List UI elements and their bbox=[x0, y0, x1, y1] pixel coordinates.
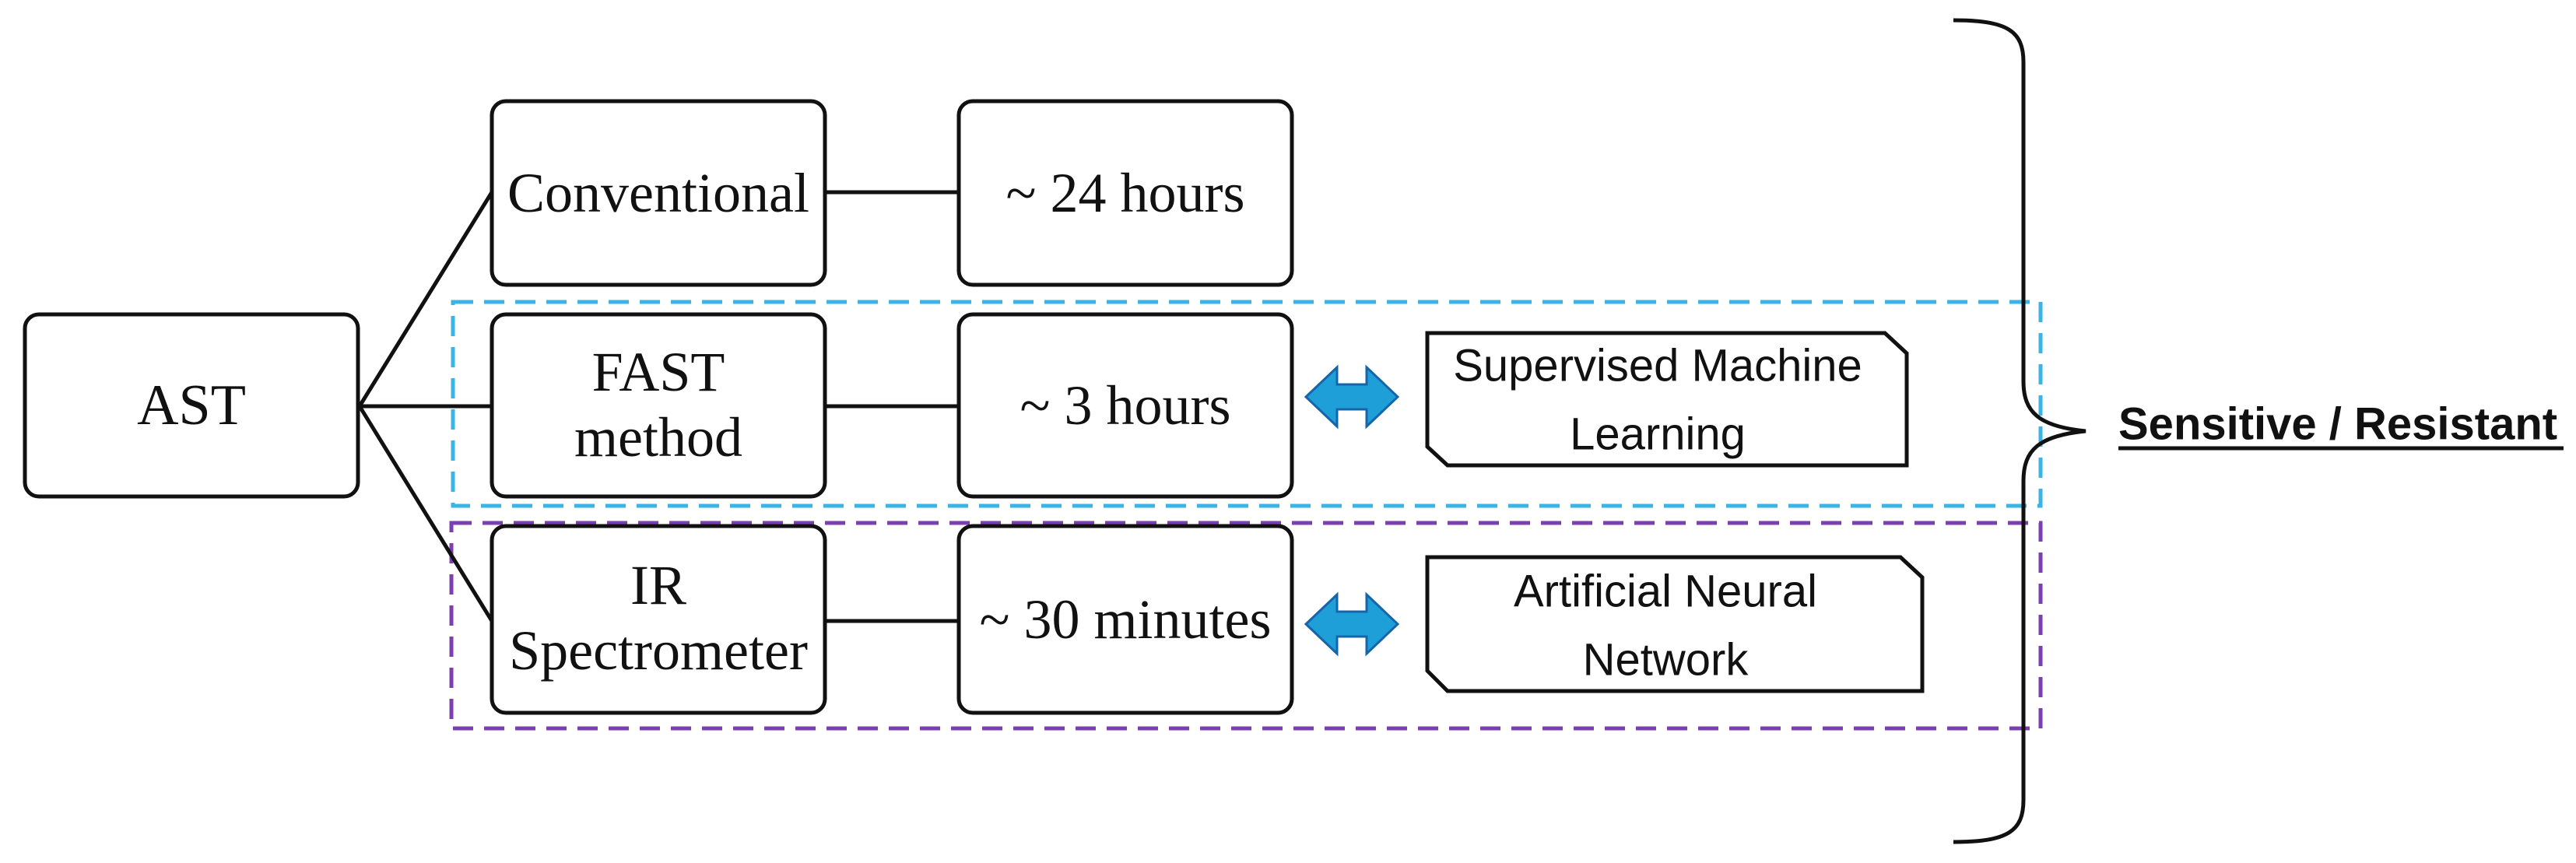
fast-label-line2: method bbox=[574, 406, 742, 468]
connectors bbox=[357, 190, 959, 623]
right-curly-brace-icon bbox=[1953, 18, 2086, 844]
ast-label: AST bbox=[137, 374, 246, 437]
ann-node: Artificial Neural Network bbox=[1425, 555, 1925, 693]
fast-group-outline bbox=[451, 300, 2043, 508]
ir-group-outline bbox=[449, 521, 2043, 731]
conventional-node: Conventional bbox=[490, 99, 827, 287]
double-headed-arrow-icon bbox=[1304, 591, 1400, 657]
fast-method-node: FAST method bbox=[490, 312, 827, 499]
supervised-ml-node: Supervised Machine Learning bbox=[1425, 331, 1909, 468]
connector-ast-conventional bbox=[357, 191, 494, 408]
double-headed-arrow-icon bbox=[1304, 364, 1400, 430]
time-3h-label: ~ 3 hours bbox=[1020, 374, 1231, 437]
time-30m-label: ~ 30 minutes bbox=[980, 588, 1272, 651]
result-label: Sensitive / Resistant bbox=[2118, 399, 2557, 450]
ir-label-line2: Spectrometer bbox=[509, 619, 808, 682]
time-30m-node: ~ 30 minutes bbox=[956, 524, 1294, 715]
connector-ast-ir bbox=[357, 405, 494, 623]
time-24h-node: ~ 24 hours bbox=[956, 99, 1294, 287]
time-24h-label: ~ 24 hours bbox=[1006, 162, 1245, 224]
conventional-label: Conventional bbox=[507, 162, 809, 224]
ir-label-line1: IR bbox=[630, 554, 686, 616]
fast-label-line1: FAST bbox=[592, 341, 725, 403]
sml-label-line2: Learning bbox=[1570, 409, 1746, 460]
ast-node: AST bbox=[23, 312, 360, 499]
sml-label-line1: Supervised Machine bbox=[1453, 341, 1862, 391]
ann-label-line2: Network bbox=[1583, 635, 1750, 686]
ir-spectrometer-node: IR Spectrometer bbox=[490, 524, 827, 715]
time-3h-node: ~ 3 hours bbox=[956, 312, 1294, 499]
ann-label-line1: Artificial Neural bbox=[1514, 567, 1817, 617]
